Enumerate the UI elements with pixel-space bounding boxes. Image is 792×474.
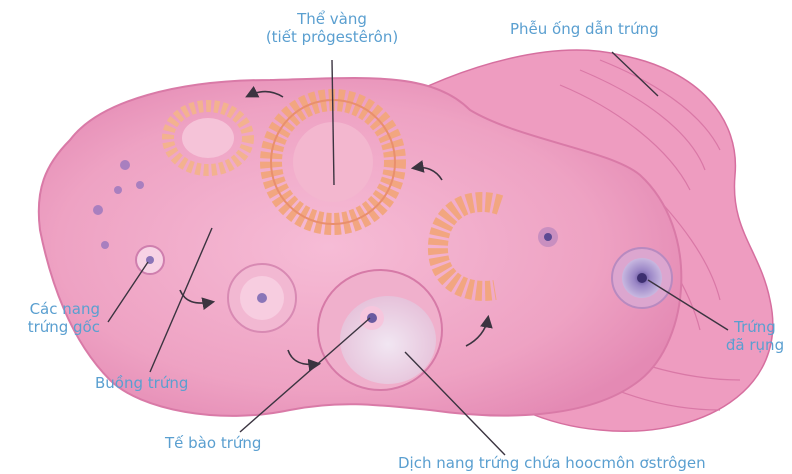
- corpus-luteum-label: Thể vàng (tiết prôgestêrôn): [262, 10, 402, 46]
- follicular-fluid-label: Dịch nang trứng chứa hoocmôn ơstrôgen: [398, 454, 706, 472]
- egg-cell-label: Tế bào trứng: [165, 434, 261, 452]
- corpus-luteum-note: (tiết prôgestêrôn): [262, 28, 402, 46]
- ovulated-egg-line2: đã rụng: [722, 336, 788, 354]
- primordial-follicles-line1: Các nang: [0, 300, 100, 318]
- corpus-luteum-title: Thể vàng: [262, 10, 402, 28]
- growing-follicle: [228, 264, 296, 332]
- ovulated-egg-line1: Trứng: [722, 318, 788, 336]
- fallopian-funnel-label: Phễu ống dẫn trứng: [510, 20, 659, 38]
- ovulated-egg: [612, 248, 672, 308]
- primordial-follicles-line2: trứng gốc: [0, 318, 100, 336]
- ovulated-egg-label: Trứng đã rụng: [722, 318, 788, 354]
- ovary-label: Buồng trứng: [95, 374, 188, 392]
- mature-follicle: [318, 270, 442, 390]
- primordial-follicles-label: Các nang trứng gốc: [0, 300, 100, 336]
